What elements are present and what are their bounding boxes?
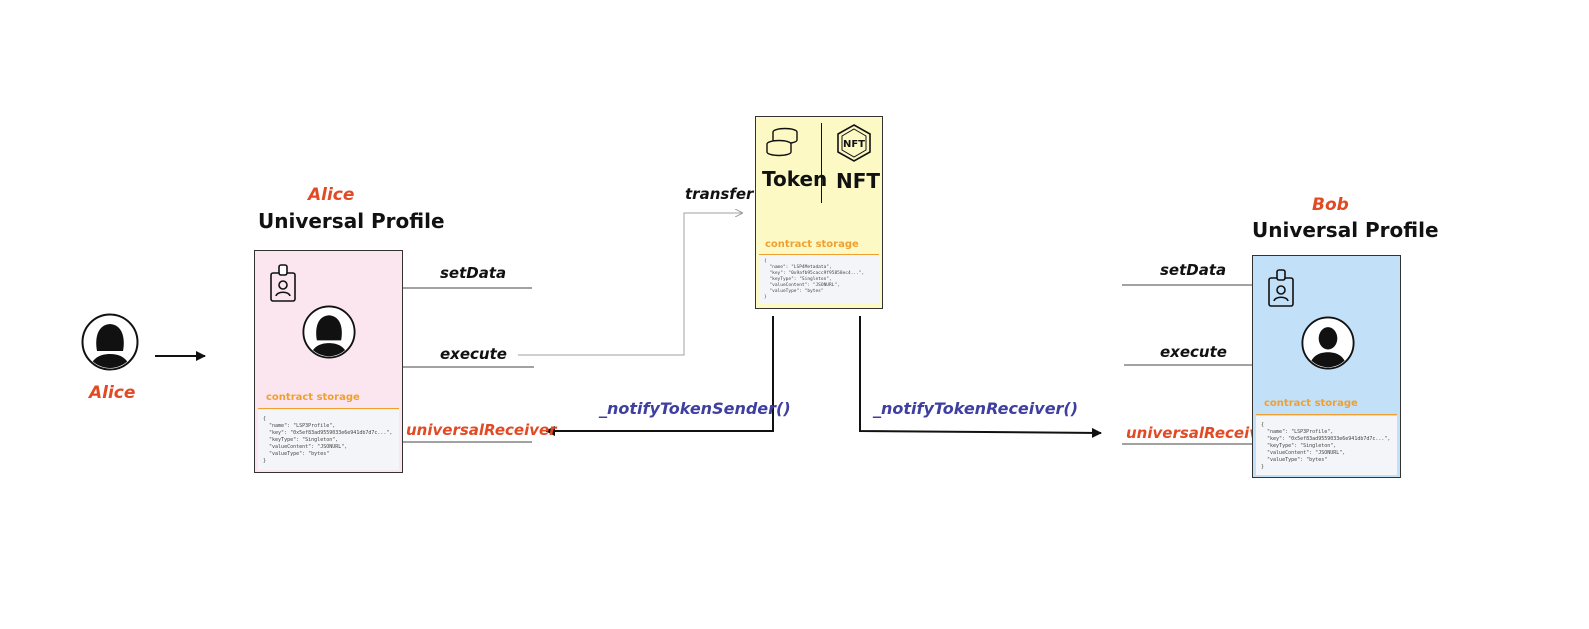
bob-profile-card: contract storage { "name": "LSP3Profile"… (1252, 255, 1401, 478)
bob-profile-title: Universal Profile (1252, 218, 1439, 242)
bob-profile-avatar-icon (1301, 316, 1355, 370)
id-badge-icon (1267, 268, 1295, 308)
alice-setdata-label: setData (440, 264, 507, 282)
bob-execute-label: execute (1160, 343, 1227, 361)
bob-setdata-label: setData (1160, 261, 1227, 279)
bob-storage-divider (1256, 414, 1397, 415)
alice-avatar-icon (81, 313, 139, 371)
alice-storage-code: { "name": "LSP3Profile", "key": "0x5ef83… (263, 416, 393, 464)
alice-profile-owner: Alice (308, 185, 355, 205)
bob-universalreceiver-label: universalReceiver (1126, 424, 1277, 442)
alice-storage-label: contract storage (266, 392, 360, 403)
coin-stack-icon (764, 127, 800, 159)
token-contract-card: NFT Token NFT contract storage { "name":… (755, 116, 883, 309)
alice-profile-avatar-icon (302, 305, 356, 359)
nft-label: NFT (836, 169, 881, 193)
token-storage-box (759, 256, 879, 304)
notify-receiver-arrow (859, 316, 1102, 438)
bob-storage-box (1256, 416, 1397, 475)
notify-receiver-label: _notifyTokenReceiver() (873, 399, 1079, 418)
token-nft-divider (821, 123, 822, 203)
bob-profile-owner: Bob (1312, 195, 1349, 215)
alice-execute-label: execute (440, 345, 507, 363)
transfer-label: transfer (685, 185, 754, 203)
transfer-call-line (518, 213, 742, 356)
token-label: Token (762, 167, 828, 191)
notify-sender-label: _notifyTokenSender() (599, 399, 791, 418)
token-storage-divider (759, 254, 879, 255)
id-badge-icon (269, 263, 297, 303)
alice-storage-divider (258, 408, 399, 409)
notify-sender-arrow (545, 316, 774, 436)
bob-storage-label: contract storage (1264, 398, 1358, 409)
alice-profile-title: Universal Profile (258, 209, 445, 233)
nft-hexagon-icon: NFT (836, 123, 872, 163)
alice-universalreceiver-label: universalReceiver (406, 421, 557, 439)
alice-user-name: Alice (89, 383, 136, 403)
nft-icon-text: NFT (843, 139, 865, 150)
token-storage-label: contract storage (765, 239, 859, 250)
token-storage-code: { "name": "LSP4Metadata", "key": "0x9afb… (764, 259, 865, 300)
bob-storage-code: { "name": "LSP3Profile", "key": "0x5ef83… (1261, 422, 1391, 470)
alice-profile-card: contract storage { "name": "LSP3Profile"… (254, 250, 403, 473)
alice-storage-box (258, 410, 399, 470)
